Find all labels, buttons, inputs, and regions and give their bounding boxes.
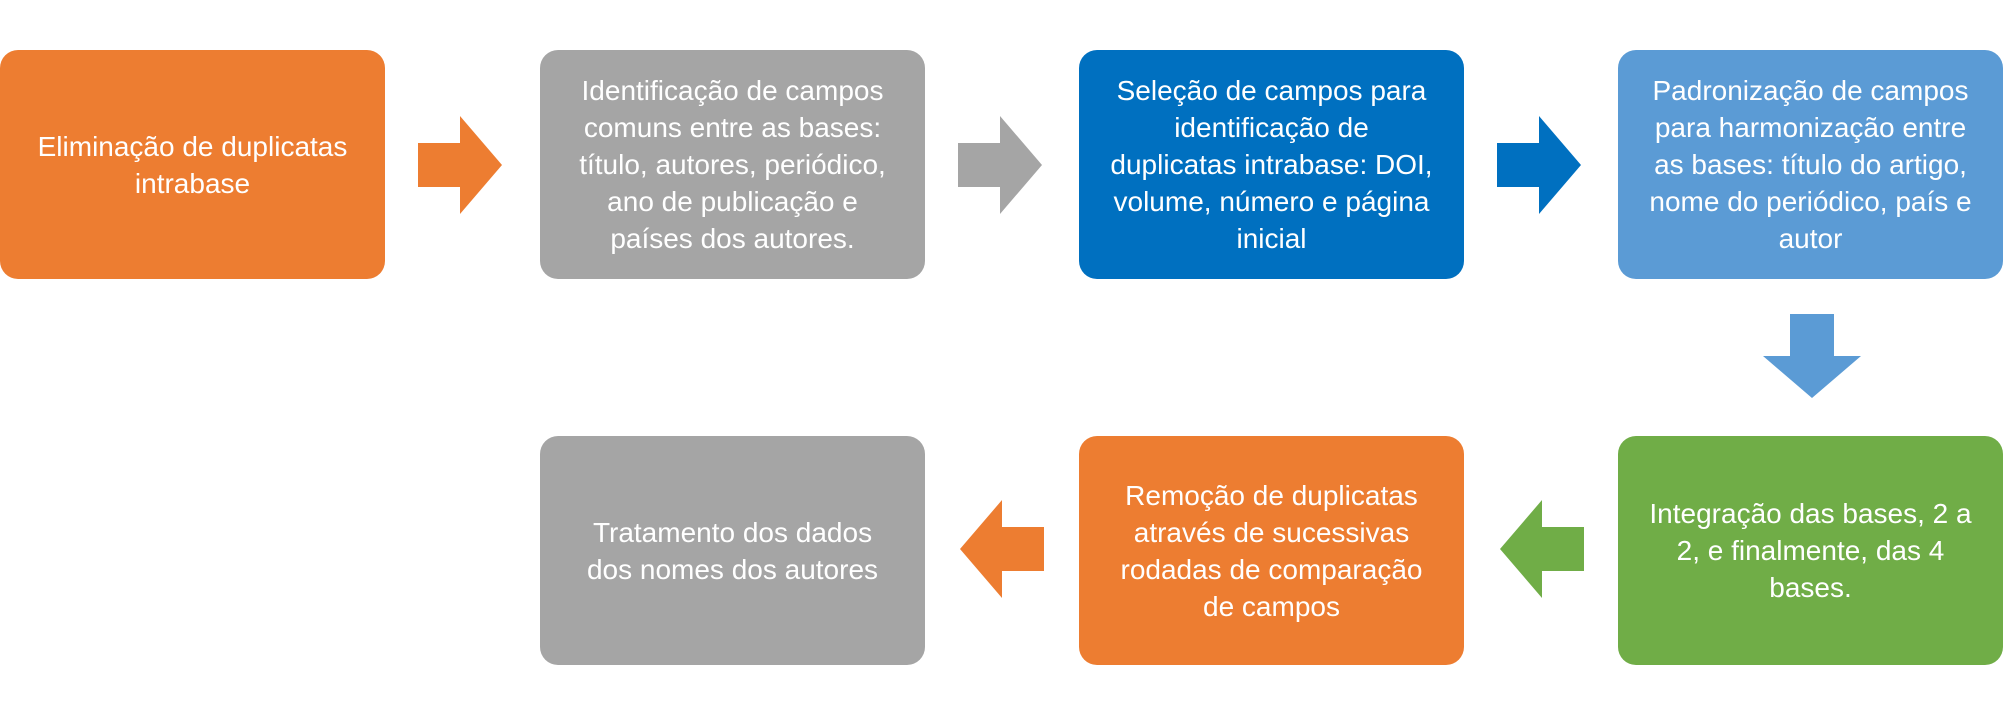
step-2-label: Identificação de campos comuns entre as … <box>579 75 886 254</box>
arrow-down-icon <box>1763 314 1861 398</box>
step-4-label: Padronização de campos para harmonização… <box>1649 75 1972 254</box>
step-5-box: Integração das bases, 2 a 2, e finalment… <box>1618 436 2003 665</box>
step-7-box: Tratamento dos dados dos nomes dos autor… <box>540 436 925 665</box>
step-3-label: Seleção de campos para identificação de … <box>1110 75 1433 254</box>
step-3-box: Seleção de campos para identificação de … <box>1079 50 1464 279</box>
step-1-box: Eliminação de duplicatas intrabase <box>0 50 385 279</box>
step-2-box: Identificação de campos comuns entre as … <box>540 50 925 279</box>
step-6-label: Remoção de duplicatas através de sucessi… <box>1120 479 1423 622</box>
arrow-left-icon <box>960 500 1044 598</box>
arrow-right-icon <box>958 116 1042 214</box>
step-7-label: Tratamento dos dados dos nomes dos autor… <box>586 516 879 585</box>
arrow-right-icon <box>1497 116 1581 214</box>
step-4-box: Padronização de campos para harmonização… <box>1618 50 2003 279</box>
arrow-left-icon <box>1500 500 1584 598</box>
arrow-right-icon <box>418 116 502 214</box>
step-5-label: Integração das bases, 2 a 2, e finalment… <box>1649 498 1972 603</box>
step-1-label: Eliminação de duplicatas intrabase <box>37 130 348 199</box>
step-6-box: Remoção de duplicatas através de sucessi… <box>1079 436 1464 665</box>
